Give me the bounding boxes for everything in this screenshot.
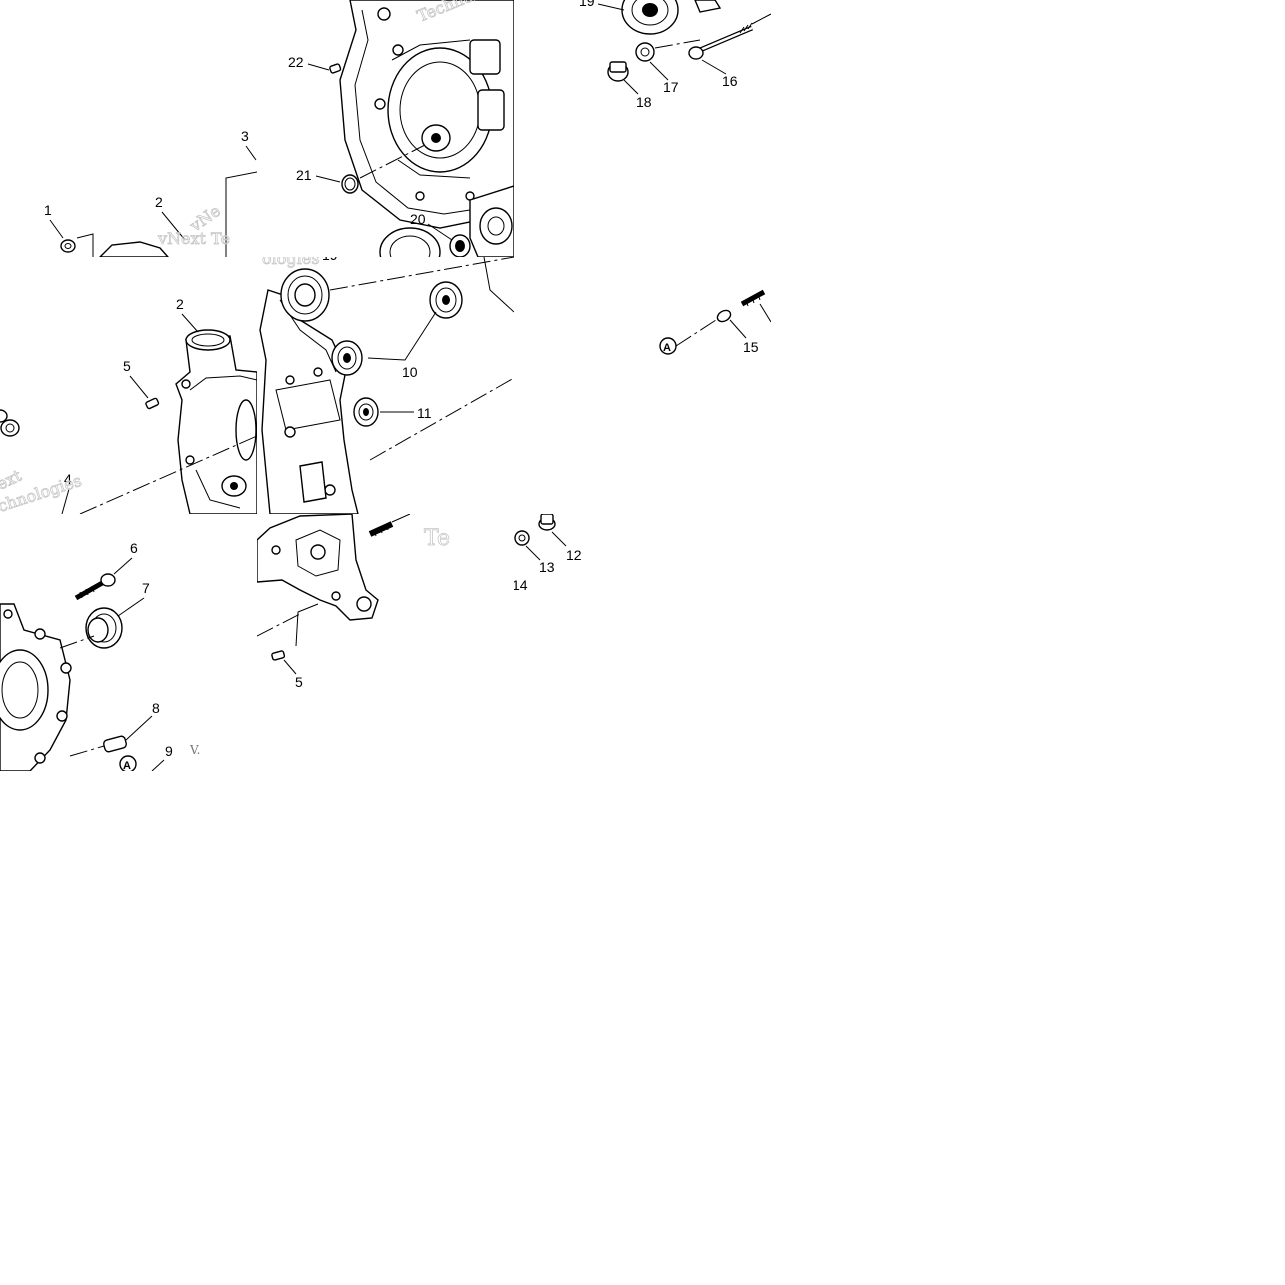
tile-bottom-left: 6 7 8 A 9 V. (0, 540, 200, 772)
part-1-bushing (60, 239, 76, 253)
part-19-pulley (621, 0, 722, 35)
part-16-long-bolt (688, 13, 771, 60)
callout-12: 12 (566, 547, 582, 563)
callout-19-top: 19 (579, 0, 595, 9)
callout-6: 6 (130, 540, 138, 556)
callout-8: 8 (152, 700, 160, 716)
callout-13: 13 (539, 559, 555, 575)
callout-21: 21 (296, 167, 312, 183)
callout-22: 22 (288, 54, 304, 70)
watermark-ologies: ologies (262, 249, 319, 268)
tile-middle-right: 15 A (659, 289, 771, 355)
callout-4: 4 (64, 471, 72, 487)
part-5-dowel-upper (145, 397, 160, 410)
callout-5-upper: 5 (123, 358, 131, 374)
callout-2-middle: 2 (176, 296, 184, 312)
part-20-seal (449, 234, 471, 257)
callout-14: 14 (512, 577, 528, 593)
part-12-bolt (538, 514, 556, 531)
part-15-pin (716, 309, 732, 323)
stud-lower (368, 521, 394, 537)
callout-15: 15 (743, 339, 759, 355)
stud-upper-right (740, 289, 766, 307)
crankcase-half (339, 0, 514, 257)
crankcase-housing-lower-left (0, 603, 72, 771)
part-22-dowel (329, 63, 342, 74)
part-10-bearing-a (429, 281, 463, 319)
part-13-washer (514, 530, 530, 546)
watermark-te: Te (424, 526, 450, 551)
tile-middle-middle: 10 11 19 ologies (259, 247, 514, 514)
watermark-v: V. (189, 743, 200, 757)
tile-bottom-middle: 5 Te (257, 514, 450, 690)
part-1-bushing-lower (0, 409, 20, 437)
part-11-bearing (353, 397, 379, 427)
callout-5-lower: 5 (295, 674, 303, 690)
callout-1: 1 (44, 202, 52, 218)
reference-mark-a-upper: A (659, 337, 677, 355)
callout-9: 9 (165, 743, 173, 759)
callout-16: 16 (722, 73, 738, 89)
part-21-o-ring (341, 174, 359, 194)
tile-top-right: 19 18 17 (579, 0, 771, 110)
part-18-plug (607, 61, 629, 82)
part-10-bearing-b (331, 340, 363, 376)
tile-middle-left: 2 5 4 ext chnologies (0, 296, 257, 514)
svg-text:A: A (123, 760, 131, 772)
part-5-dowel-lower (271, 650, 286, 661)
crankcase-mount-lower (257, 514, 379, 621)
part-7-seal (85, 607, 123, 649)
bearing-large (280, 268, 330, 322)
part-8-sleeve (103, 735, 127, 753)
callout-11: 11 (417, 405, 432, 421)
callout-7: 7 (142, 580, 150, 596)
part-17-washer (635, 42, 655, 62)
reference-mark-a-lower: A (119, 755, 137, 772)
part-2-cover-housing (175, 329, 257, 514)
crankcase-half-lower (259, 289, 359, 514)
watermark-vnext: vNext Te (157, 229, 230, 248)
callout-2-top: 2 (155, 194, 163, 210)
part-6-bolt (74, 573, 116, 601)
callout-18: 18 (636, 94, 652, 110)
callout-10: 10 (402, 364, 418, 380)
part-19-bearing-lower (379, 227, 441, 257)
svg-text:A: A (663, 342, 671, 354)
callout-3: 3 (241, 128, 249, 144)
callout-19-middle: 19 (322, 247, 338, 263)
tile-top-left: 1 2 3 vNext Te vNe (44, 128, 257, 257)
tile-top-middle: 22 21 20 Technologies (288, 0, 514, 257)
tile-bottom-right: 12 13 14 (512, 514, 582, 593)
callout-20: 20 (410, 211, 426, 227)
callout-17: 17 (663, 79, 679, 95)
